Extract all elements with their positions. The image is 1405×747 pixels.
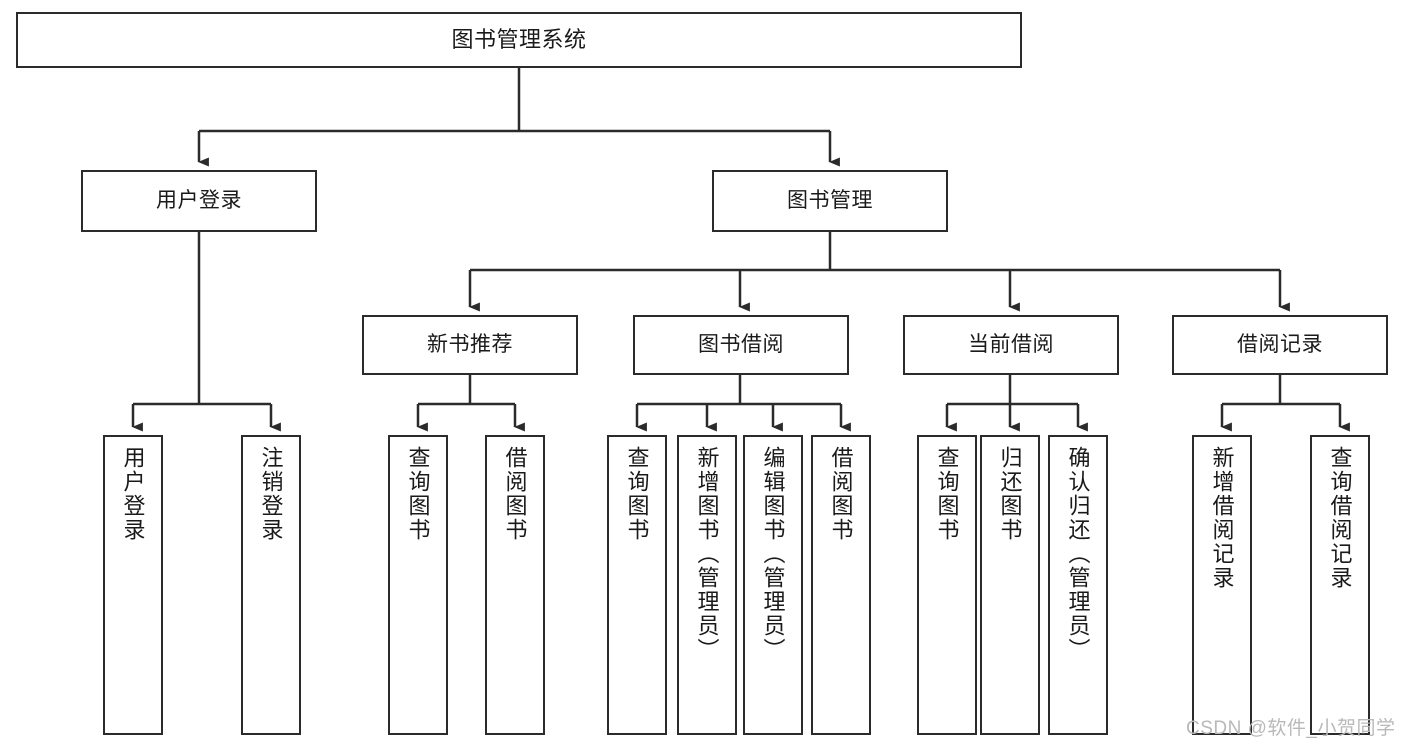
node-label: 查询图书 (934, 446, 960, 542)
node-label: 归还图书 (997, 446, 1023, 542)
node-label: 用户登录 (156, 188, 242, 212)
node-leaf-query-book-2[interactable]: 查询图书 (607, 435, 667, 735)
node-label: 查询图书 (405, 446, 431, 542)
node-label: 借阅图书 (828, 446, 854, 542)
node-label: 确认归还（管理员） (1065, 446, 1091, 662)
node-label: 借阅记录 (1237, 332, 1323, 356)
node-label: 新增图书（管理员） (694, 446, 720, 662)
node-leaf-query-book-3[interactable]: 查询图书 (917, 435, 977, 735)
node-label: 新增借阅记录 (1209, 446, 1235, 590)
node-leaf-add-record[interactable]: 新增借阅记录 (1192, 435, 1252, 735)
node-leaf-borrow-book-1[interactable]: 借阅图书 (485, 435, 545, 735)
node-book-management[interactable]: 图书管理 (712, 170, 948, 232)
node-user-login[interactable]: 用户登录 (81, 170, 317, 232)
node-label: 注销登录 (258, 446, 284, 542)
node-label: 图书管理系统 (451, 27, 587, 53)
node-label: 图书借阅 (698, 332, 784, 356)
node-book-borrow[interactable]: 图书借阅 (633, 315, 849, 375)
node-label: 查询借阅记录 (1327, 446, 1353, 590)
node-label: 编辑图书（管理员） (760, 446, 786, 662)
node-label: 查询图书 (624, 446, 650, 542)
node-leaf-edit-book[interactable]: 编辑图书（管理员） (743, 435, 803, 735)
node-label: 图书管理 (787, 188, 873, 212)
node-leaf-user-login[interactable]: 用户登录 (103, 435, 163, 735)
node-label: 当前借阅 (968, 332, 1054, 356)
node-leaf-confirm-return[interactable]: 确认归还（管理员） (1048, 435, 1108, 735)
node-leaf-logout-login[interactable]: 注销登录 (241, 435, 301, 735)
node-label: 借阅图书 (502, 446, 528, 542)
node-leaf-add-book[interactable]: 新增图书（管理员） (677, 435, 737, 735)
node-leaf-query-record[interactable]: 查询借阅记录 (1310, 435, 1370, 735)
node-current-borrow[interactable]: 当前借阅 (903, 315, 1119, 375)
node-leaf-query-book-1[interactable]: 查询图书 (388, 435, 448, 735)
node-root-book-management-system[interactable]: 图书管理系统 (16, 12, 1022, 68)
node-label: 用户登录 (120, 446, 146, 542)
node-label: 新书推荐 (427, 332, 513, 356)
node-borrow-record[interactable]: 借阅记录 (1172, 315, 1388, 375)
node-leaf-borrow-book-2[interactable]: 借阅图书 (811, 435, 871, 735)
node-leaf-return-book[interactable]: 归还图书 (980, 435, 1040, 735)
node-new-book-recommend[interactable]: 新书推荐 (362, 315, 578, 375)
